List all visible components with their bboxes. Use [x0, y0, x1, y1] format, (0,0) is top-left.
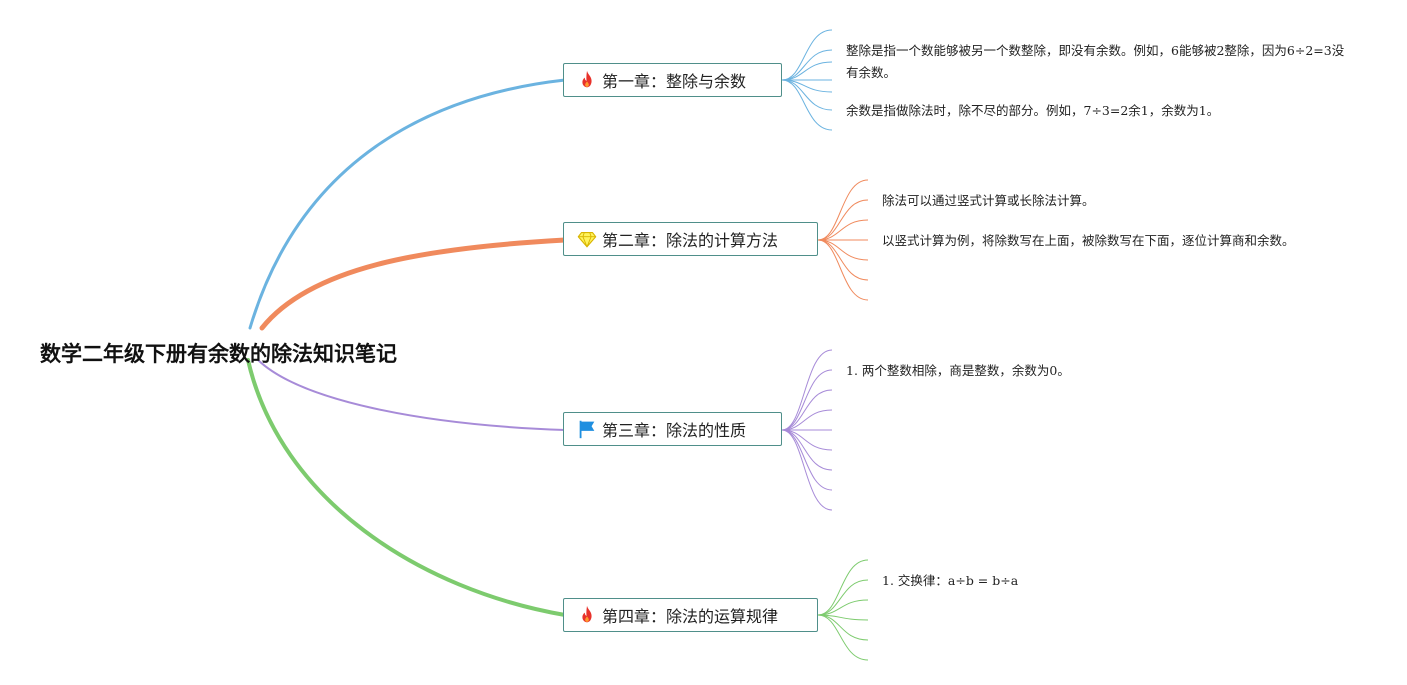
note-connector-4-6	[817, 614, 869, 661]
chapter-1-title: 第一章：整除与余数	[602, 72, 747, 91]
chapter-4-node[interactable]: 第四章：除法的运算规律	[563, 598, 818, 632]
fire-icon	[576, 69, 598, 91]
branch-connector-3	[257, 359, 566, 431]
note-connector-2-2	[817, 199, 869, 241]
note-connector-4-3	[817, 599, 869, 616]
note-connector-3-1	[781, 349, 833, 431]
note-connector-2-3	[817, 219, 869, 241]
note-connector-2-7	[817, 239, 869, 301]
note-connector-3-9	[781, 429, 833, 511]
flag-icon	[576, 418, 598, 440]
chapter-1-note-2[interactable]: 余数是指做除法时，除不尽的部分。例如，7÷3=2余1，余数为1。	[846, 103, 1220, 118]
note-connector-2-6	[817, 239, 869, 281]
chapter-2-title: 第二章：除法的计算方法	[602, 231, 779, 250]
note-connector-3-2	[781, 369, 833, 431]
chapter-1-node[interactable]: 第一章：整除与余数	[563, 63, 782, 97]
note-connector-1-3	[781, 61, 833, 81]
fire-icon	[576, 604, 598, 626]
note-connector-1-1	[781, 29, 833, 81]
note-connector-3-4	[781, 409, 833, 431]
chapter-2-note-1[interactable]: 除法可以通过竖式计算或长除法计算。	[882, 193, 1095, 208]
chapter-3-title: 第三章：除法的性质	[602, 421, 747, 440]
note-connector-3-8	[781, 429, 833, 491]
chapter-3-note-1[interactable]: 1. 两个整数相除，商是整数，余数为0。	[846, 363, 1070, 378]
chapter-1-note-1[interactable]: 整除是指一个数能够被另一个数整除，即没有余数。例如，6能够被2整除，因为6÷2=…	[846, 43, 1345, 80]
chapter-4-title: 第四章：除法的运算规律	[602, 607, 779, 626]
chapter-3-node[interactable]: 第三章：除法的性质	[563, 412, 782, 446]
note-connector-4-1	[817, 559, 869, 616]
branch-connector-2	[259, 237, 568, 331]
note-connector-1-6	[781, 79, 833, 111]
branch-connector-4	[246, 358, 567, 617]
note-connector-1-2	[781, 49, 833, 81]
root-topic[interactable]: 数学二年级下册有余数的除法知识笔记	[40, 342, 397, 366]
diamond-icon	[576, 228, 598, 250]
note-connector-2-1	[817, 179, 869, 241]
branch-connector-1	[248, 78, 567, 330]
chapter-2-node[interactable]: 第二章：除法的计算方法	[563, 222, 818, 256]
note-connector-3-7	[781, 429, 833, 471]
chapter-2-note-2[interactable]: 以竖式计算为例，将除数写在上面，被除数写在下面，逐位计算商和余数。	[882, 233, 1295, 248]
note-connector-1-7	[781, 79, 833, 131]
note-connector-3-3	[781, 389, 833, 431]
note-connector-4-5	[817, 614, 869, 641]
chapter-4-note-1[interactable]: 1. 交换律：a÷b = b÷a	[882, 573, 1019, 588]
note-connector-4-2	[817, 579, 869, 616]
